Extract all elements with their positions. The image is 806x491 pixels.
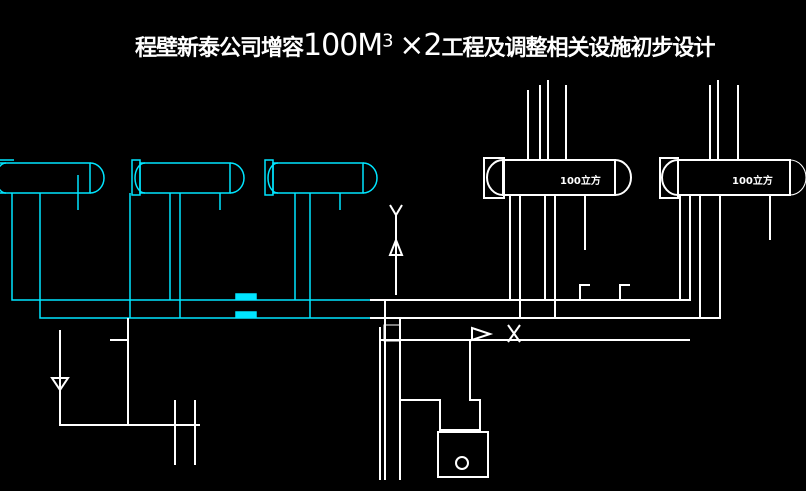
new-tank-1 — [483, 157, 632, 199]
title-suffix: 工程及调整相关设施初步设计 — [441, 36, 716, 61]
title-exponent: 3 — [382, 30, 393, 52]
new-tank-2 — [659, 157, 806, 199]
existing-tanks — [0, 159, 378, 319]
title-prefix: 程壁新泰公司增容 — [135, 36, 304, 61]
existing-tank-1 — [0, 159, 105, 194]
existing-tank-2 — [131, 159, 245, 196]
title-multiplier: ×2 — [399, 28, 442, 63]
title-capacity: 100M — [303, 28, 383, 63]
drawing-title: 程壁新泰公司增容100M3 ×2工程及调整相关设施初步设计 — [135, 28, 716, 63]
existing-tank-3 — [264, 159, 378, 196]
tank-1-label: 100立方 — [560, 176, 601, 187]
tank-2-label: 100立方 — [732, 176, 773, 187]
new-piping — [50, 80, 806, 480]
